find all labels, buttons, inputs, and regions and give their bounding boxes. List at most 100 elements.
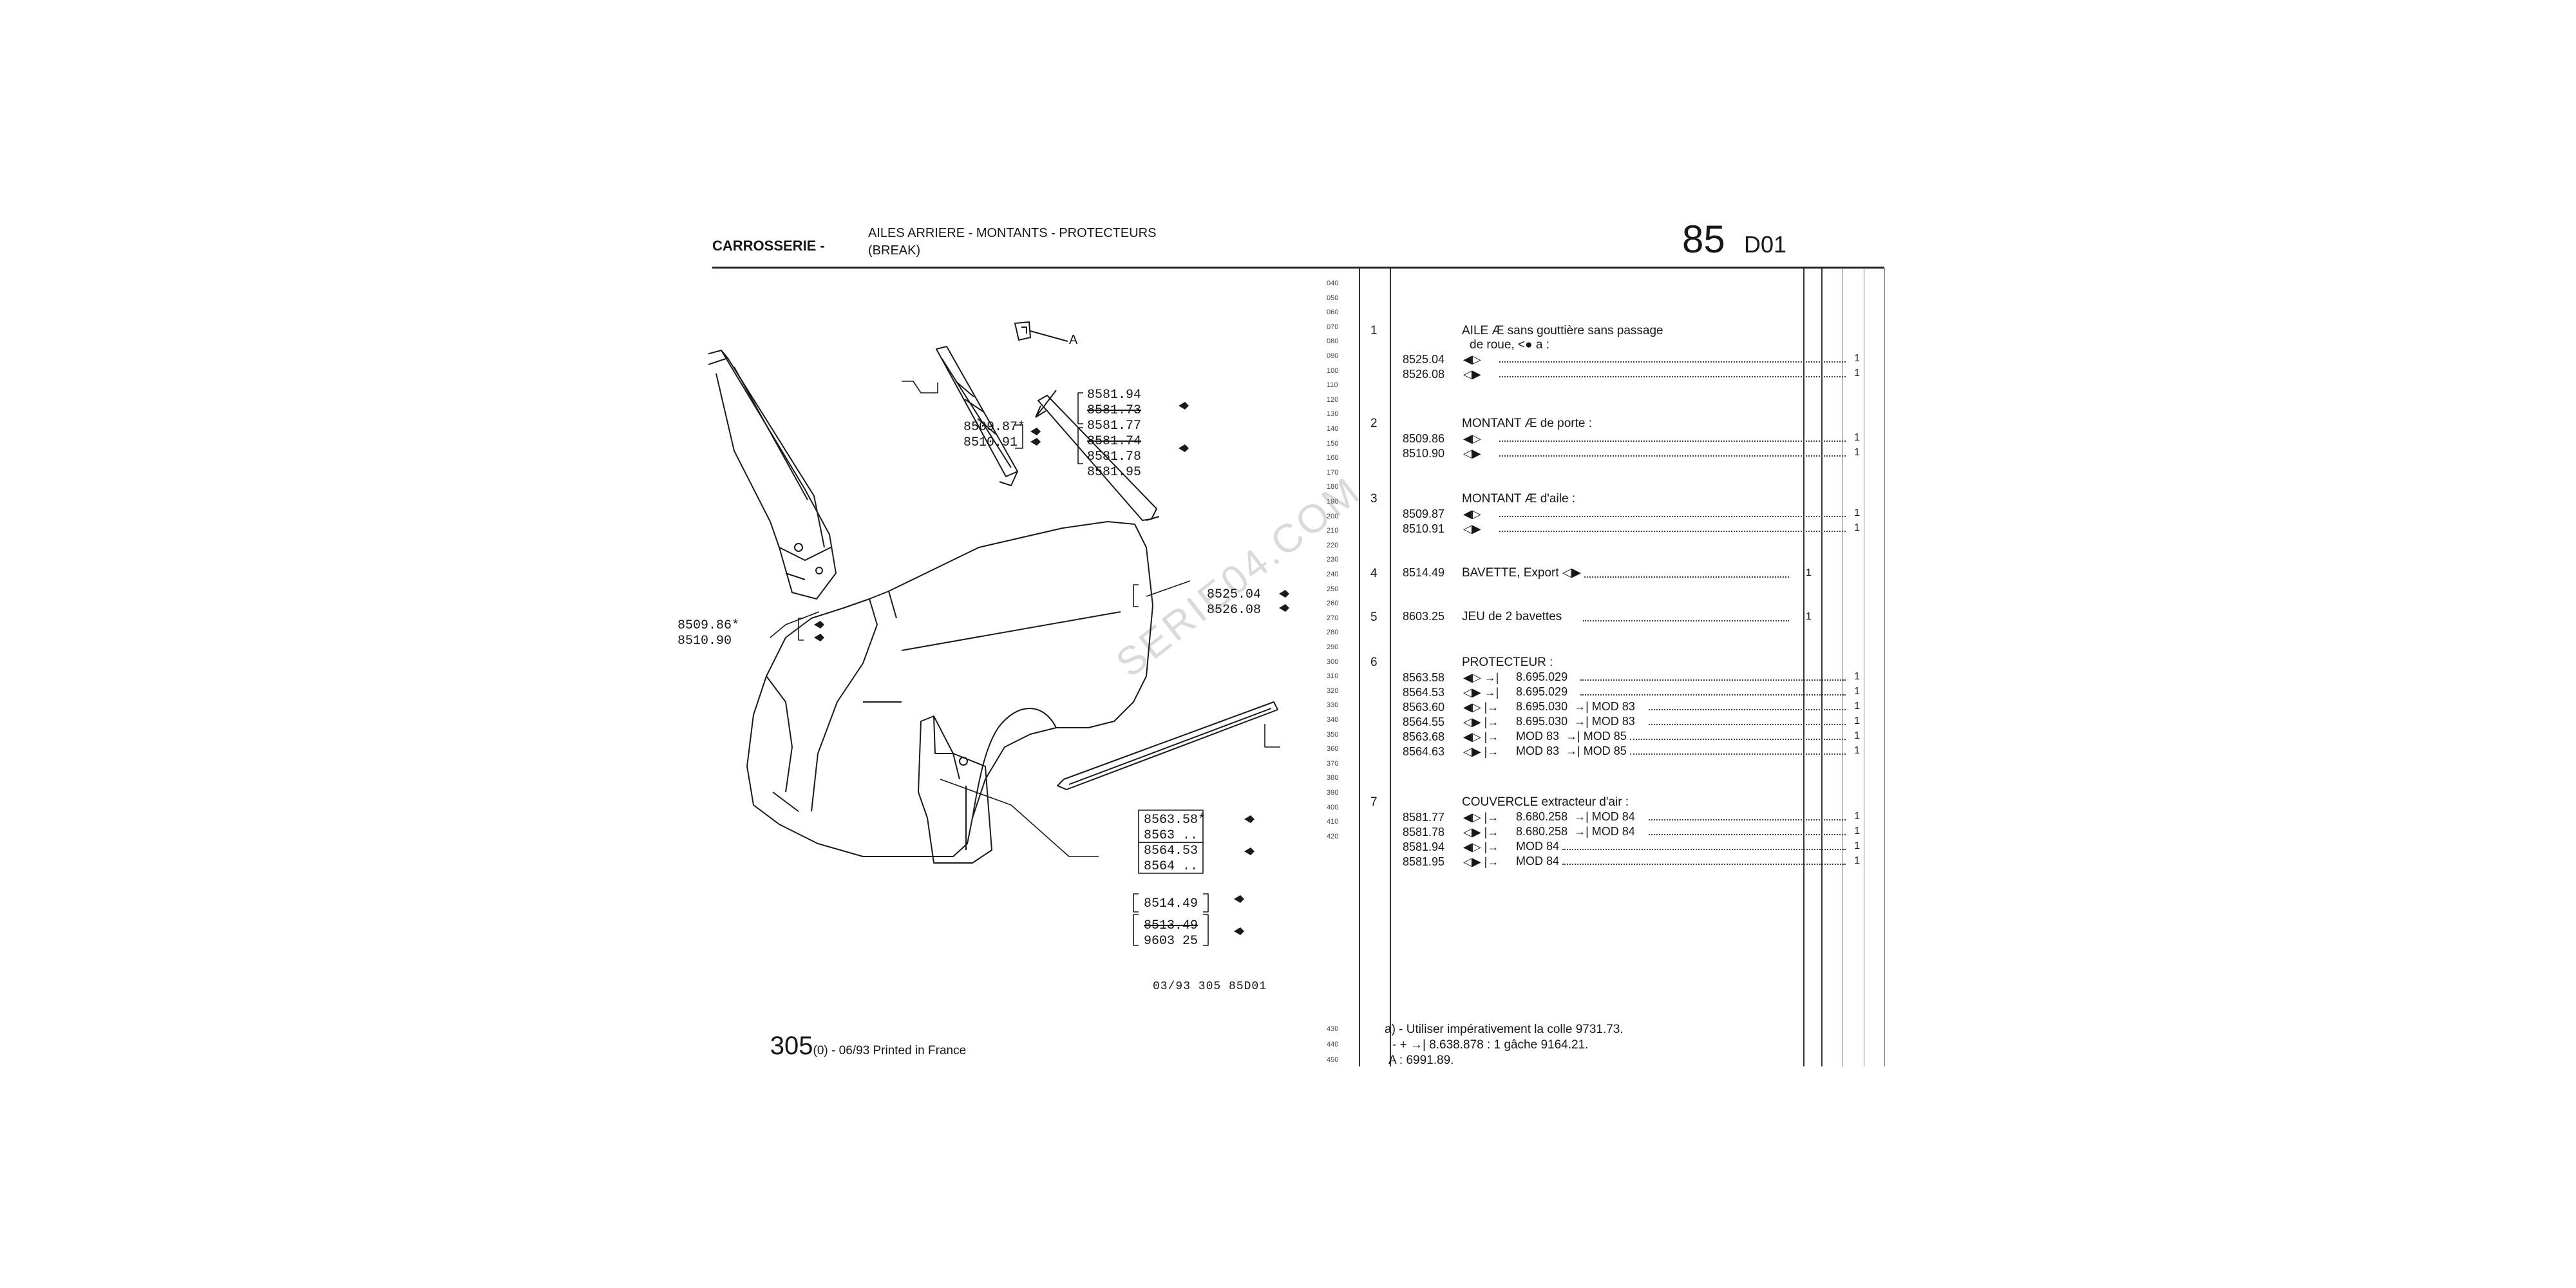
footnote-c: A : 6991.89. bbox=[1388, 1054, 1454, 1067]
dotted-leader bbox=[1649, 724, 1846, 725]
reference-text: 8.695.029 bbox=[1516, 685, 1568, 698]
reference-row: 8509.87◀▷1 bbox=[1403, 507, 1860, 522]
dotted-leader bbox=[1499, 376, 1846, 377]
item-description: AILE Æ sans gouttière sans passage bbox=[1462, 324, 1663, 337]
line-number: 100 bbox=[1327, 366, 1339, 375]
footnote-b: - + →| 8.638.878 : 1 gâche 9164.21. bbox=[1392, 1038, 1589, 1052]
reference-row: 8510.91◁▶1 bbox=[1403, 522, 1860, 536]
reference-text: 8.680.258 →| MOD 84 bbox=[1516, 810, 1635, 823]
callout-door-pillar: 8509.86* 8510.90 bbox=[677, 618, 740, 649]
dotted-leader bbox=[1649, 709, 1846, 710]
clip-a-label: A bbox=[1069, 333, 1078, 347]
line-number: 200 bbox=[1327, 512, 1339, 520]
reference-code: 8563.68 bbox=[1403, 730, 1445, 743]
parts-diagram bbox=[708, 321, 1289, 946]
qty-column-line bbox=[1803, 268, 1804, 1066]
header-rule bbox=[712, 267, 1884, 269]
item-code: 8514.49 bbox=[1403, 566, 1445, 579]
direction-icon: ◁▶ |→ bbox=[1463, 715, 1499, 728]
direction-icon: ◁▶ bbox=[1463, 447, 1481, 460]
line-number: 360 bbox=[1327, 745, 1339, 753]
line-number: 390 bbox=[1327, 789, 1339, 797]
direction-icon: ◁▶ bbox=[1463, 522, 1481, 535]
reference-quantity: 1 bbox=[1854, 840, 1860, 851]
line-number: 080 bbox=[1327, 337, 1339, 346]
reference-code: 8581.77 bbox=[1403, 811, 1445, 824]
reference-text: 8.695.029 bbox=[1516, 670, 1568, 683]
reference-quantity: 1 bbox=[1854, 701, 1860, 712]
line-number: 160 bbox=[1327, 454, 1339, 462]
line-number: 280 bbox=[1327, 629, 1339, 637]
line-number: 420 bbox=[1327, 832, 1339, 840]
reference-quantity: 1 bbox=[1854, 432, 1860, 443]
dotted-leader bbox=[1630, 753, 1846, 755]
reference-code: 8563.58 bbox=[1403, 671, 1445, 684]
direction-icon: ◁▶ |→ bbox=[1463, 826, 1499, 838]
line-number: 220 bbox=[1327, 541, 1339, 549]
item-quantity: 1 bbox=[1806, 567, 1812, 578]
clip-a-drawing bbox=[1014, 321, 1068, 342]
item-number: 7 bbox=[1370, 795, 1378, 809]
item-description: PROTECTEUR : bbox=[1462, 656, 1553, 669]
line-number: 230 bbox=[1327, 556, 1339, 564]
line-number: 140 bbox=[1327, 425, 1339, 433]
dotted-leader bbox=[1630, 739, 1846, 740]
reference-text: MOD 84 bbox=[1516, 840, 1560, 853]
page-title: AILES ARRIERE - MONTANTS - PROTECTEURS bbox=[868, 226, 1157, 240]
direction-icon: ◁▶ bbox=[1463, 368, 1481, 381]
direction-icon: ◀▷ |→ bbox=[1463, 730, 1499, 743]
reference-quantity: 1 bbox=[1854, 507, 1860, 518]
protector-strip-drawing bbox=[1057, 701, 1278, 790]
direction-icon: ◁▶ →| bbox=[1463, 686, 1499, 699]
line-number: 410 bbox=[1327, 818, 1339, 826]
item-number: 2 bbox=[1370, 417, 1378, 430]
mud-flap-drawing bbox=[918, 715, 992, 864]
line-number: 240 bbox=[1327, 571, 1339, 578]
dotted-leader bbox=[1499, 516, 1846, 517]
footer-print: 305(0) - 06/93 Printed in France bbox=[759, 1023, 966, 1069]
dotted-leader bbox=[1562, 864, 1846, 865]
line-number: 300 bbox=[1327, 658, 1339, 666]
reference-code: 8564.55 bbox=[1403, 715, 1445, 728]
line-number: 180 bbox=[1327, 483, 1339, 491]
reference-row: 8526.08◁▶1 bbox=[1403, 368, 1860, 382]
line-number: 110 bbox=[1327, 381, 1338, 390]
reference-text: MOD 83 →| MOD 85 bbox=[1516, 730, 1627, 743]
item-number: 4 bbox=[1370, 567, 1378, 580]
line-number: 050 bbox=[1327, 294, 1339, 302]
dotted-leader bbox=[1649, 819, 1846, 820]
reference-quantity: 1 bbox=[1854, 855, 1860, 866]
catalogue-sheet: CARROSSERIE - AILES ARRIERE - MONTANTS -… bbox=[677, 213, 1893, 1075]
item-code: 8603.25 bbox=[1403, 610, 1445, 623]
callout-extractor-strips: 8581.94 8581.73 8581.77 8581.74 8581.78 … bbox=[1087, 388, 1142, 480]
item-column-line bbox=[1390, 268, 1391, 1066]
direction-icon: ◀▷ |→ bbox=[1463, 811, 1499, 824]
item-number: 5 bbox=[1370, 611, 1378, 624]
item-number: 1 bbox=[1370, 324, 1378, 337]
diagram-reference: 03/93 305 85D01 bbox=[1153, 980, 1267, 993]
line-number: 340 bbox=[1327, 716, 1339, 724]
line-number: 440 bbox=[1327, 1041, 1339, 1048]
line-number: 260 bbox=[1327, 600, 1339, 608]
line-number: 250 bbox=[1327, 585, 1339, 593]
reference-quantity: 1 bbox=[1854, 353, 1860, 364]
reference-code: 8564.53 bbox=[1403, 686, 1445, 699]
reference-quantity: 1 bbox=[1854, 368, 1860, 379]
reference-row: 8509.86◀▷1 bbox=[1403, 432, 1860, 446]
line-number: 320 bbox=[1327, 687, 1339, 695]
reference-code: 8581.94 bbox=[1403, 840, 1445, 853]
line-number: 400 bbox=[1327, 803, 1339, 811]
dotted-leader bbox=[1562, 849, 1846, 850]
reference-quantity: 1 bbox=[1854, 686, 1860, 697]
gutter-line bbox=[1359, 268, 1360, 1066]
item-number: 3 bbox=[1370, 492, 1378, 506]
group-number: 85 bbox=[1682, 218, 1725, 261]
reference-quantity: 1 bbox=[1854, 730, 1860, 741]
callout-pillar-trim: 8509.87* 8510.91 bbox=[963, 420, 1026, 450]
dotted-leader bbox=[1499, 455, 1846, 457]
callout-rear-wing: 8525.04 8526.08 bbox=[1207, 587, 1262, 618]
line-number: 350 bbox=[1327, 730, 1339, 739]
